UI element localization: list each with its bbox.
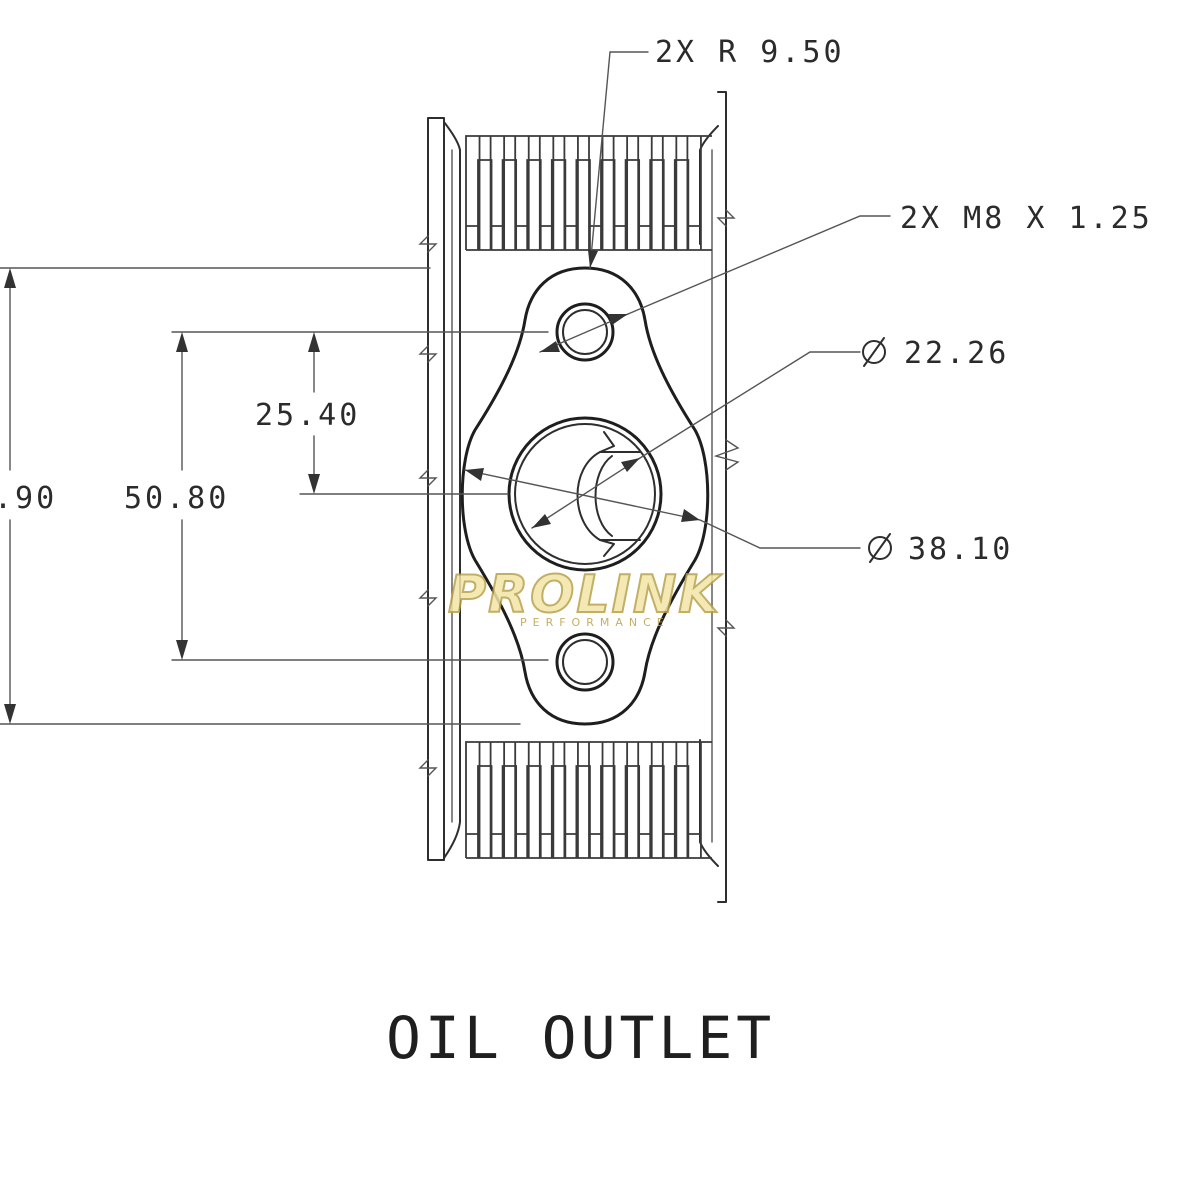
- svg-text:PROLINK: PROLINK: [448, 565, 722, 625]
- dimension-labels: 2X R 9.50 2X M8 X 1.25 22.26 38.10 25.40…: [0, 35, 1153, 567]
- radius-callout: 2X R 9.50: [655, 35, 845, 70]
- diameter-symbol-icon: [862, 337, 886, 367]
- drawing-title: OIL OUTLET: [386, 1004, 775, 1072]
- outlet-flange: [460, 266, 710, 726]
- bottom-fin-bank: [465, 741, 712, 859]
- svg-text:PERFORMANCE: PERFORMANCE: [520, 616, 670, 629]
- bottom-bolt-hole-outer: [555, 632, 615, 692]
- cooler-body: [418, 91, 740, 903]
- outlet-port-baffle: [576, 451, 601, 541]
- flange-outline: [460, 266, 710, 726]
- bottom-bolt-hole-inner: [562, 639, 608, 685]
- dimension-lines: [0, 51, 891, 725]
- top-fin-bank: [465, 135, 712, 251]
- outer-diameter-callout: 38.10: [908, 532, 1013, 567]
- outlet-port-outer: [507, 416, 663, 572]
- bolt-to-center-dimension: 25.40: [255, 398, 360, 433]
- top-bolt-hole-inner: [562, 309, 608, 355]
- top-bolt-hole-outer: [555, 302, 615, 362]
- thread-callout: 2X M8 X 1.25: [900, 201, 1153, 236]
- overall-height-dimension: .90: [0, 481, 57, 516]
- right-end-tank: [717, 91, 727, 903]
- inner-diameter-callout: 22.26: [904, 336, 1009, 371]
- bolt-spacing-dimension: 50.80: [124, 481, 229, 516]
- prolink-watermark-logo: PROLINK PERFORMANCE: [447, 564, 722, 629]
- diameter-symbol-icon: [868, 533, 892, 563]
- left-end-tank: [427, 117, 445, 861]
